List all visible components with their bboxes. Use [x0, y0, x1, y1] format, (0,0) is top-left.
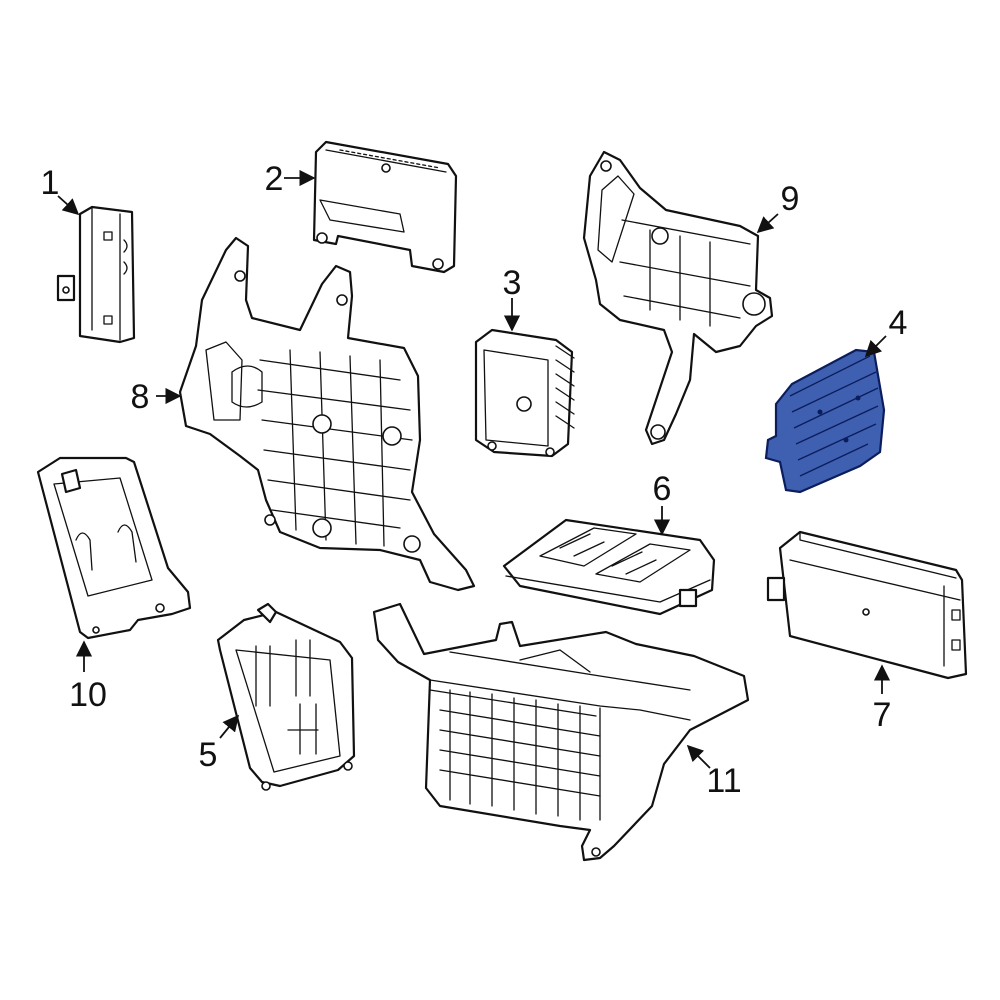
callout-7: 7 — [873, 696, 892, 734]
part-3-module[interactable] — [474, 328, 575, 458]
callout-6: 6 — [653, 470, 672, 508]
part-10-plate[interactable] — [36, 456, 192, 640]
callout-10: 10 — [69, 676, 107, 714]
callout-4: 4 — [889, 304, 908, 342]
part-7-module[interactable] — [766, 530, 968, 680]
part-1-module[interactable] — [56, 205, 136, 344]
part-2-module[interactable] — [312, 140, 458, 274]
part-8-bracket[interactable] — [178, 236, 476, 592]
callout-8: 8 — [131, 378, 150, 416]
part-6-module[interactable] — [502, 518, 716, 616]
callout-11: 11 — [706, 762, 741, 800]
part-9-bracket[interactable] — [582, 150, 774, 446]
part-4-module[interactable] — [764, 348, 886, 494]
part-5-module[interactable] — [216, 602, 356, 791]
callout-3: 3 — [503, 264, 522, 302]
callout-5: 5 — [199, 736, 218, 774]
part-11-tray[interactable] — [372, 602, 750, 862]
callout-1: 1 — [41, 164, 60, 202]
callout-2: 2 — [265, 160, 284, 198]
callout-9: 9 — [781, 180, 800, 218]
